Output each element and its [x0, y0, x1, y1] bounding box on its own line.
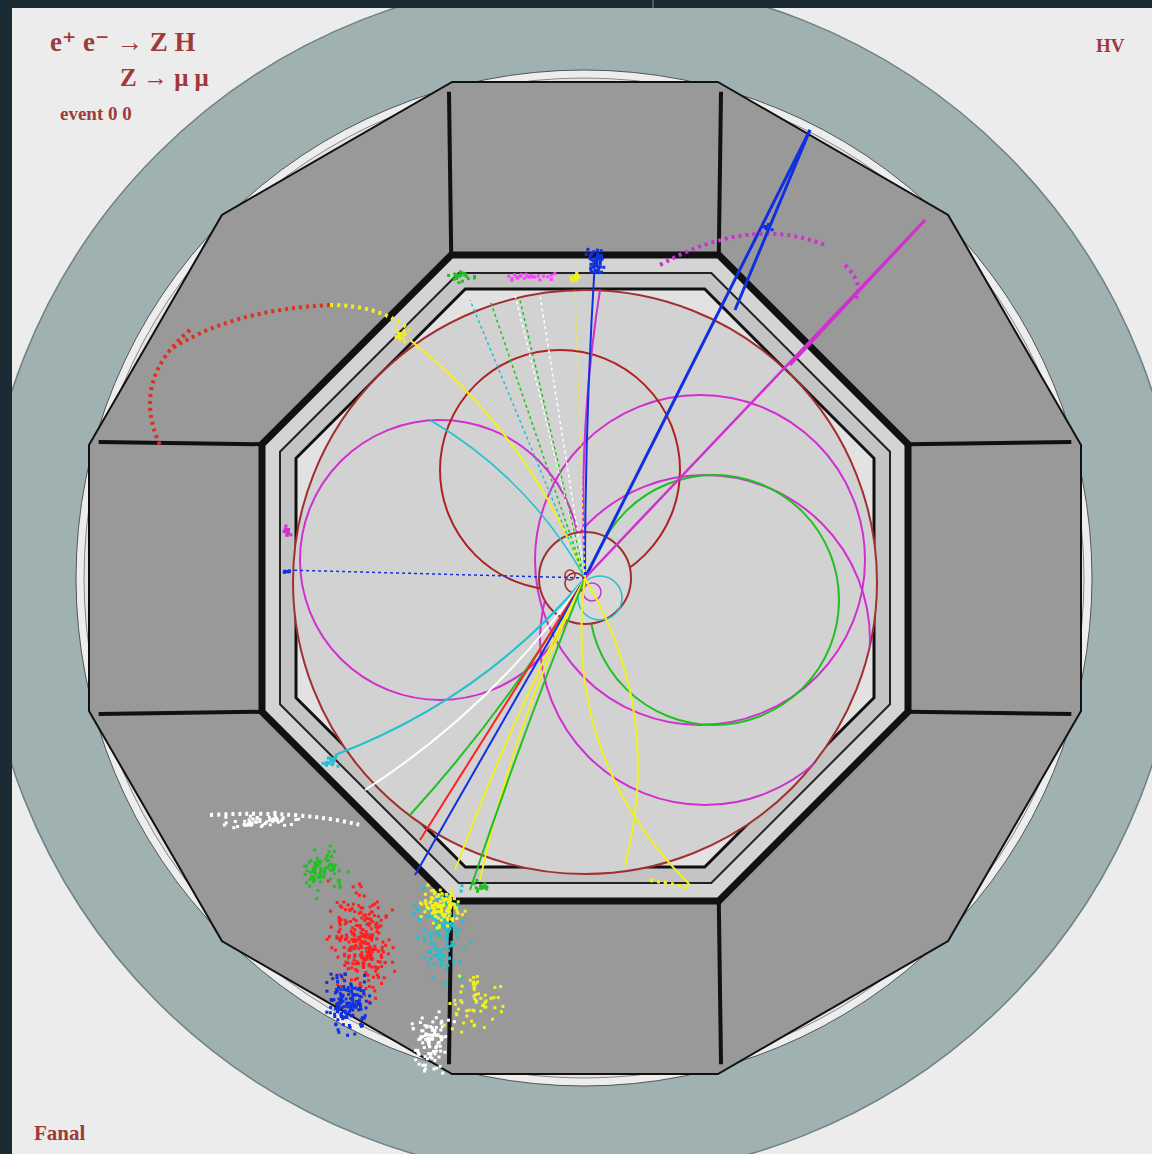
frame-left [0, 0, 12, 1154]
block-dividers [99, 92, 1072, 1065]
frame-split [652, 0, 654, 8]
calorimeter-inner [280, 273, 890, 883]
calorimeter-band [262, 255, 908, 901]
frame-top [0, 0, 1152, 8]
calorimeter-hits [223, 223, 774, 1075]
footer-label: Fanal [32, 1122, 87, 1145]
muon-hits [150, 130, 925, 890]
particle-tracks [285, 130, 925, 890]
muon-barrel [89, 82, 1081, 1074]
decay-label: Z → μ μ [118, 64, 211, 92]
process-label: e⁺ e⁻ → Z H [48, 28, 197, 58]
coil-inner [84, 78, 1084, 1078]
coil-ring [76, 70, 1092, 1086]
view-label: HV [1094, 36, 1127, 57]
event-number: event 0 0 [58, 104, 134, 125]
